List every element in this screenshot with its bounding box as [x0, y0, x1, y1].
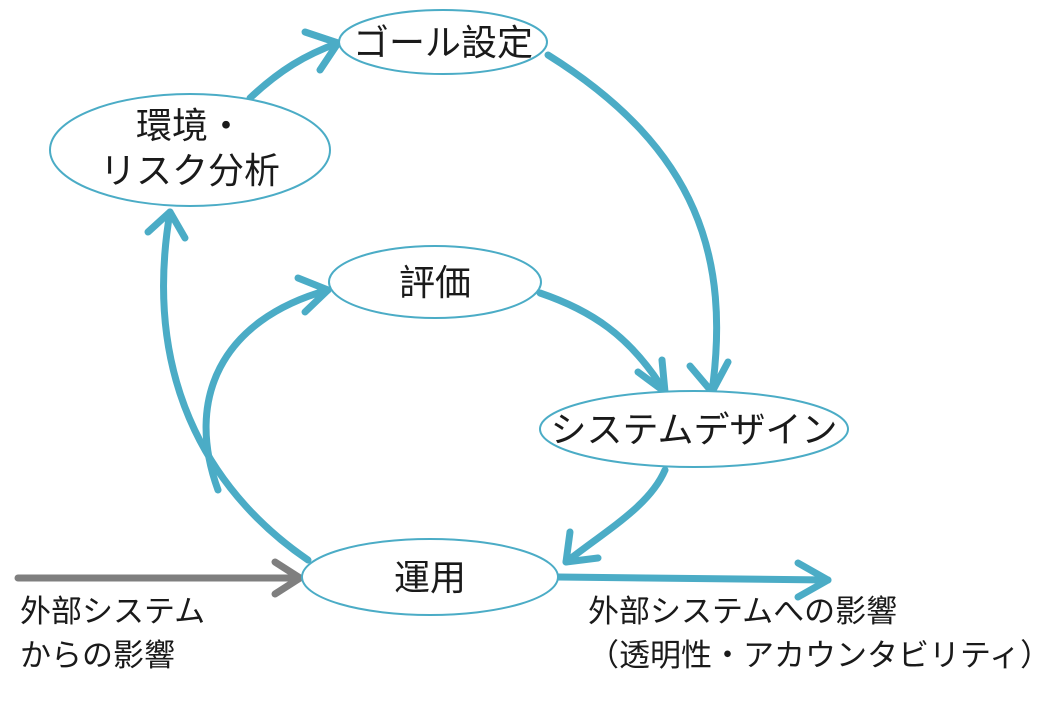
node-ops: 運用: [301, 538, 559, 616]
external-output-label-line2: （透明性・アカウンタビリティ）: [588, 638, 1052, 674]
node-goal: ゴール設定: [338, 9, 548, 75]
node-design: システムデザイン: [539, 390, 849, 468]
external-output-label-line1: 外部システムへの影響: [588, 594, 898, 630]
arrowhead-design-to-ops: [562, 528, 602, 566]
arrowhead-ops-to-eval: [294, 274, 332, 316]
arrowhead-ops-to-output: [794, 559, 832, 601]
node-goal-label: ゴール設定: [353, 23, 533, 64]
arrow-ops-to-eval: [202, 286, 332, 494]
node-design-label: システムデザイン: [551, 410, 838, 451]
cycle-arrows: [144, 28, 832, 601]
node-env-label-line1: 環境・: [136, 106, 244, 147]
arrowhead-ops-to-env: [144, 208, 189, 242]
arrow-design-to-ops: [562, 466, 669, 566]
arrow-goal-to-design: [544, 51, 721, 396]
node-eval: 評価: [328, 245, 542, 319]
arrowhead-env-to-goal: [301, 28, 342, 74]
input-arrow: [14, 558, 304, 598]
arrowhead-goal-to-design: [686, 358, 732, 396]
external-input-label-line1: 外部システム: [20, 594, 206, 630]
node-env-label-line2: リスク分析: [100, 151, 280, 192]
node-env: 環境・ リスク分析: [49, 93, 331, 207]
node-ops-label: 運用: [394, 558, 466, 599]
external-input-label-line2: からの影響: [20, 638, 175, 674]
arrow-env-to-goal: [246, 39, 342, 102]
node-eval-label: 評価: [399, 263, 471, 304]
arrow-eval-to-design: [536, 289, 669, 396]
arrowhead-input-to-ops: [271, 558, 304, 598]
arrow-ops-to-output: [554, 573, 832, 584]
arrow-ops-to-env: [160, 208, 312, 564]
